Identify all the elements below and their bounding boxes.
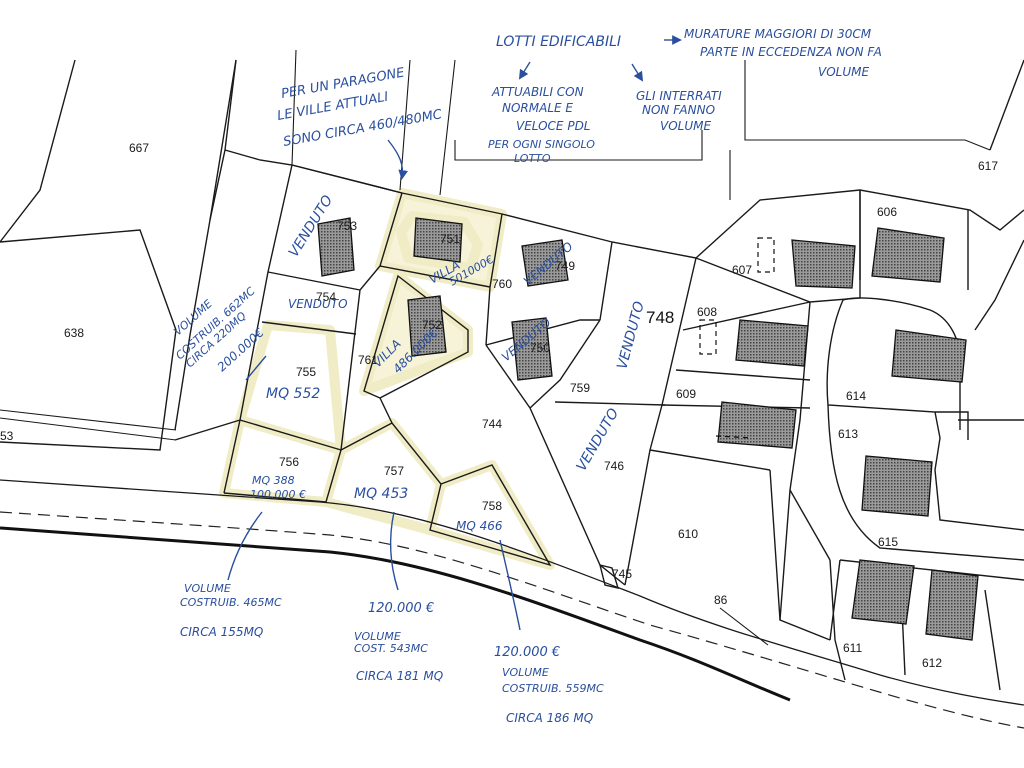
- note-attuabili-1: ATTUABILI CON: [491, 85, 584, 99]
- note-price-757: 120.000 €: [368, 601, 434, 616]
- parcel-numbers: 667 638 53 617 606 607 608 609 614 613 6…: [0, 141, 998, 670]
- parcel-759: 759: [570, 381, 590, 395]
- note-attuabili-4: PER OGNI SINGOLO: [488, 138, 595, 151]
- note-venduto-748: VENDUTO: [614, 300, 647, 371]
- note-vol-758-2: COSTRUIB. 559MC: [502, 682, 604, 695]
- note-vol-756-1: VOLUME: [184, 582, 231, 595]
- note-mq-757: MQ 453: [354, 486, 408, 502]
- note-interrati-3: VOLUME: [660, 119, 711, 133]
- parcel-667: 667: [129, 141, 149, 155]
- parcel-745: 745: [612, 567, 632, 581]
- note-mq-755: MQ 552: [266, 386, 320, 402]
- parcel-607: 607: [732, 263, 752, 277]
- parcel-754: 754: [316, 290, 336, 304]
- note-attuabili-5: LOTTO: [514, 152, 551, 165]
- parcel-758: 758: [482, 499, 502, 513]
- note-vol-757-2: COST. 543MC: [354, 642, 428, 655]
- parcel-755: 755: [296, 365, 316, 379]
- parcel-611: 611: [843, 641, 862, 655]
- parcel-744: 744: [482, 417, 502, 431]
- parcel-608: 608: [697, 305, 717, 319]
- parcel-756: 756: [279, 455, 299, 469]
- parcel-53: 53: [0, 429, 14, 443]
- parcel-757: 757: [384, 464, 404, 478]
- parcel-612: 612: [922, 656, 942, 670]
- note-murature-2: PARTE IN ECCEDENZA NON FA: [700, 45, 882, 59]
- parcel-86: 86: [714, 593, 728, 607]
- note-interrati-1: GLI INTERRATI: [636, 89, 722, 103]
- note-price-756: 100.000 €: [250, 488, 306, 501]
- parcel-610: 610: [678, 527, 698, 541]
- note-mq-756: MQ 388: [252, 474, 295, 487]
- parcel-613: 613: [838, 427, 858, 441]
- parcel-760: 760: [492, 277, 512, 291]
- note-vol-758-1: VOLUME: [502, 666, 549, 679]
- note-murature-3: VOLUME: [818, 65, 869, 79]
- parcel-746: 746: [604, 459, 624, 473]
- parcel-753: 753: [337, 219, 357, 233]
- note-murature-1: MURATURE MAGGIORI DI 30CM: [684, 27, 872, 41]
- note-price-758: 120.000 €: [494, 645, 560, 660]
- road: [0, 479, 1024, 729]
- parcel-638: 638: [64, 326, 84, 340]
- note-vol-757-3: CIRCA 181 MQ: [356, 669, 443, 683]
- parcel-606: 606: [877, 205, 897, 219]
- parcel-617: 617: [978, 159, 998, 173]
- note-vol-757-1: VOLUME: [354, 630, 401, 643]
- note-venduto-754: VENDUTO: [288, 297, 348, 311]
- note-attuabili-3: VELOCE PDL: [516, 119, 591, 133]
- parcel-761: 761: [358, 353, 378, 367]
- parcel-752: 752: [422, 318, 442, 332]
- buildings: [317, 217, 979, 641]
- parcel-614: 614: [846, 389, 866, 403]
- note-lotti-title: LOTTI EDIFICABILI: [496, 34, 621, 50]
- note-vol-758-3: CIRCA 186 MQ: [506, 711, 593, 725]
- note-interrati-2: NON FANNO: [642, 103, 715, 117]
- parcel-615: 615: [878, 535, 898, 549]
- parcel-750: 750: [530, 341, 550, 355]
- parcel-751: 751: [440, 232, 460, 246]
- parcel-748: 748: [646, 308, 674, 327]
- note-mq-758: MQ 466: [456, 519, 503, 533]
- parcel-749: 749: [555, 259, 575, 273]
- note-attuabili-2: NORMALE E: [502, 101, 573, 115]
- parcel-609: 609: [676, 387, 696, 401]
- note-vol-756-3: CIRCA 155MQ: [180, 625, 263, 639]
- note-vol-756-2: COSTRUIB. 465MC: [180, 596, 282, 609]
